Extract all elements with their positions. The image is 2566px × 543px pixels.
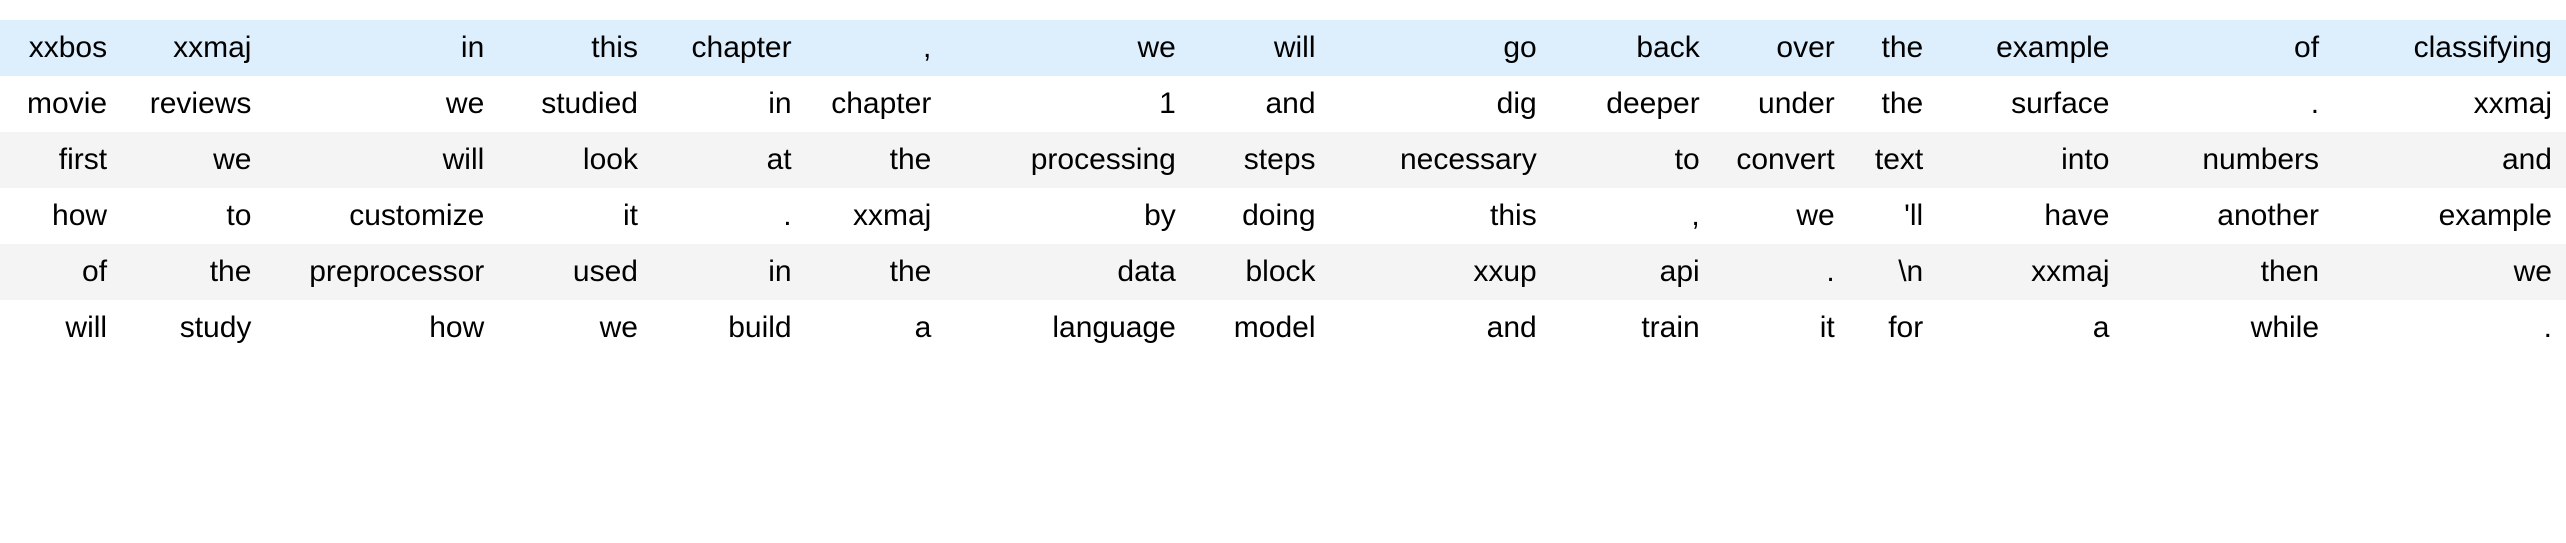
- token-cell: xxbos: [0, 20, 122, 76]
- token-cell: build: [651, 300, 806, 356]
- token-cell: a: [805, 300, 946, 356]
- token-cell: it: [498, 188, 652, 244]
- token-cell: into: [1937, 132, 2124, 188]
- token-cell: how: [0, 188, 122, 244]
- token-cell: .: [1713, 244, 1849, 300]
- token-cell: another: [2123, 188, 2334, 244]
- token-cell: at: [651, 132, 806, 188]
- token-cell: movie: [0, 76, 122, 132]
- token-cell: example: [2333, 188, 2566, 244]
- token-cell: this: [498, 20, 652, 76]
- token-cell: back: [1550, 20, 1714, 76]
- token-cell: chapter: [805, 76, 946, 132]
- token-cell: of: [0, 244, 122, 300]
- token-cell: ,: [1550, 188, 1714, 244]
- token-cell: dig: [1329, 76, 1551, 132]
- token-cell: numbers: [2123, 132, 2334, 188]
- token-cell: to: [1550, 132, 1714, 188]
- token-cell: data: [945, 244, 1190, 300]
- token-cell: for: [1848, 300, 1938, 356]
- token-cell: 'll: [1848, 188, 1938, 244]
- token-cell: we: [2333, 244, 2566, 300]
- token-cell: look: [498, 132, 652, 188]
- token-cell: processing: [945, 132, 1190, 188]
- token-cell: .: [2333, 300, 2566, 356]
- token-cell: go: [1329, 20, 1551, 76]
- token-cell: steps: [1189, 132, 1330, 188]
- token-cell: to: [121, 188, 266, 244]
- token-cell: it: [1713, 300, 1849, 356]
- token-cell: then: [2123, 244, 2334, 300]
- token-cell: xxup: [1329, 244, 1551, 300]
- token-cell: xxmaj: [1937, 244, 2124, 300]
- token-cell: xxmaj: [2333, 76, 2566, 132]
- token-cell: will: [0, 300, 122, 356]
- token-cell: example: [1937, 20, 2124, 76]
- token-cell: customize: [265, 188, 499, 244]
- token-cell: the: [1848, 20, 1938, 76]
- token-cell: we: [265, 76, 499, 132]
- token-cell: the: [805, 244, 946, 300]
- token-cell: the: [1848, 76, 1938, 132]
- token-cell: of: [2123, 20, 2334, 76]
- token-cell: doing: [1189, 188, 1330, 244]
- token-cell: train: [1550, 300, 1714, 356]
- token-cell: will: [265, 132, 499, 188]
- token-cell: necessary: [1329, 132, 1551, 188]
- token-cell: xxmaj: [121, 20, 266, 76]
- token-cell: by: [945, 188, 1190, 244]
- token-cell: this: [1329, 188, 1551, 244]
- token-cell: chapter: [651, 20, 806, 76]
- token-cell: and: [2333, 132, 2566, 188]
- token-cell: 1: [945, 76, 1190, 132]
- token-cell: under: [1713, 76, 1849, 132]
- token-cell: deeper: [1550, 76, 1714, 132]
- token-cell: over: [1713, 20, 1849, 76]
- token-cell: while: [2123, 300, 2334, 356]
- token-cell: have: [1937, 188, 2124, 244]
- token-cell: in: [265, 20, 499, 76]
- token-cell: we: [1713, 188, 1849, 244]
- token-cell: in: [651, 76, 806, 132]
- token-cell: model: [1189, 300, 1330, 356]
- token-cell: \n: [1848, 244, 1938, 300]
- token-cell: we: [121, 132, 266, 188]
- token-cell: first: [0, 132, 122, 188]
- token-cell: the: [805, 132, 946, 188]
- token-cell: api: [1550, 244, 1714, 300]
- token-cell: and: [1189, 76, 1330, 132]
- token-cell: how: [265, 300, 499, 356]
- token-cell: study: [121, 300, 266, 356]
- token-cell: will: [1189, 20, 1330, 76]
- token-cell: classifying: [2333, 20, 2566, 76]
- token-cell: block: [1189, 244, 1330, 300]
- token-cell: we: [498, 300, 652, 356]
- token-cell: and: [1329, 300, 1551, 356]
- token-cell: a: [1937, 300, 2124, 356]
- token-cell: surface: [1937, 76, 2124, 132]
- token-cell: studied: [498, 76, 652, 132]
- token-cell: preprocessor: [265, 244, 499, 300]
- token-cell: xxmaj: [805, 188, 946, 244]
- token-cell: text: [1848, 132, 1938, 188]
- token-cell: in: [651, 244, 806, 300]
- token-cell: convert: [1713, 132, 1849, 188]
- token-cell: used: [498, 244, 652, 300]
- token-cell: the: [121, 244, 266, 300]
- token-cell: reviews: [121, 76, 266, 132]
- token-cell: .: [651, 188, 806, 244]
- token-cell: we: [945, 20, 1190, 76]
- token-cell: ,: [805, 20, 946, 76]
- token-cell: language: [945, 300, 1190, 356]
- token-cell: .: [2123, 76, 2334, 132]
